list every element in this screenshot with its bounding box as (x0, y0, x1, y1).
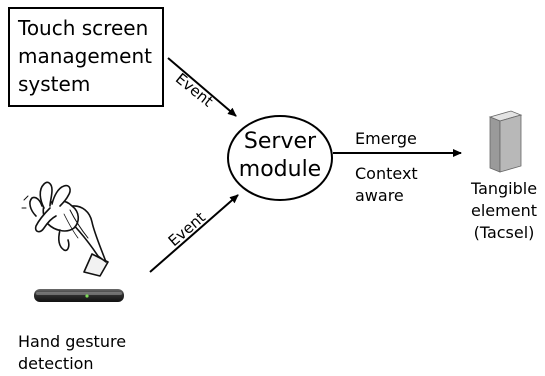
tangible-cube-icon (488, 110, 523, 173)
touch-system-box (8, 7, 164, 107)
hand-gesture-icon (21, 181, 109, 277)
context-aware-label: Context aware (355, 164, 418, 205)
arrow-hand-to-server (149, 194, 239, 273)
emerge-label: Emerge (355, 129, 417, 148)
hand-gesture-label: Hand gesture detection (18, 332, 127, 373)
server-module-circle (227, 115, 333, 201)
tangible-element-label: Tangible element (Tacsel) (470, 179, 538, 242)
server-module-label: Server module (238, 129, 322, 182)
arrow-touch-to-server (167, 57, 237, 117)
touch-system-label: Touch screen management system (18, 16, 152, 96)
leap-motion-device-icon (34, 289, 124, 302)
